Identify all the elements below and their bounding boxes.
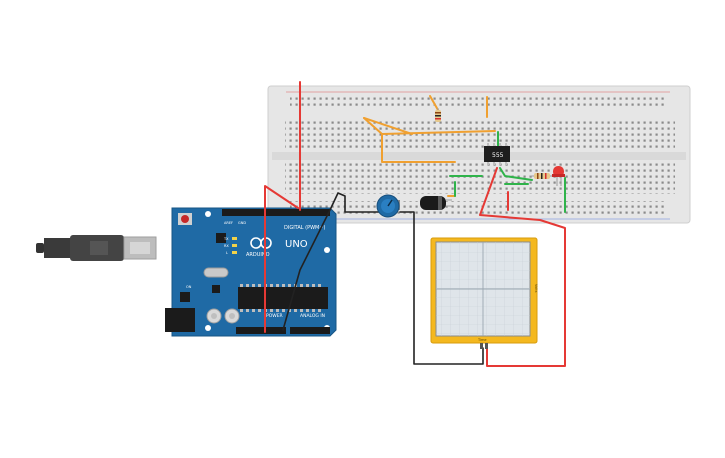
wire-orange-4[interactable]: [363, 117, 413, 135]
red-led[interactable]: [552, 166, 565, 186]
atmega-chip: [238, 287, 328, 309]
crystal-oscillator: [203, 267, 229, 278]
arduino-uno-board[interactable]: UNO ARDUINO DIGITAL (PWM~) POWER ANALOG …: [36, 207, 337, 337]
wire-black-gnd[interactable]: [282, 192, 388, 331]
aref-label: AREF: [224, 221, 233, 225]
wire-orange-5[interactable]: [381, 133, 456, 163]
ic-555[interactable]: 555: [484, 143, 510, 165]
reset-button[interactable]: [181, 215, 189, 223]
wire-red-vin[interactable]: [264, 185, 299, 333]
resistor-led[interactable]: [530, 173, 555, 179]
digital-label: DIGITAL (PWM~): [284, 225, 326, 231]
power-label: POWER: [266, 313, 283, 319]
wire-red-scope[interactable]: [479, 167, 566, 367]
top-terminal-strip: [285, 118, 675, 150]
electrolytic-capacitor[interactable]: [420, 196, 452, 210]
top-power-rail-2: [290, 101, 665, 108]
arduino-model-text: UNO: [285, 239, 308, 250]
wire-black-scope[interactable]: [399, 211, 484, 365]
analog-header[interactable]: [290, 327, 330, 334]
arduino-logo-text: ARDUINO: [246, 252, 270, 258]
bottom-power-rail-2: [290, 208, 665, 216]
bottom-power-rail-1: [290, 201, 665, 208]
potentiometer[interactable]: [376, 194, 400, 218]
analog-label: ANALOG IN: [300, 313, 325, 319]
on-label: ON: [186, 285, 192, 289]
resistor-top[interactable]: [435, 108, 441, 122]
oscilloscope[interactable]: Time Volts: [430, 237, 538, 349]
oscilloscope-volts-label: Volts: [534, 284, 538, 293]
usb-cable: [36, 235, 157, 261]
center-channel: [272, 152, 686, 160]
breadboard[interactable]: [267, 85, 691, 224]
top-power-rail-1: [290, 94, 665, 102]
l-label: L: [226, 251, 228, 255]
gnd-label: GND: [238, 221, 246, 225]
potentiometer-knob[interactable]: [387, 199, 393, 207]
rx-label: RX: [224, 244, 229, 248]
bottom-terminal-strip: [285, 162, 675, 194]
power-header[interactable]: [236, 327, 286, 334]
digital-header[interactable]: [222, 209, 330, 216]
ic-555-label: 555: [492, 152, 504, 159]
tx-label: TX: [223, 237, 229, 241]
power-jack[interactable]: [165, 308, 195, 332]
wire-green-4[interactable]: [499, 167, 533, 181]
oscilloscope-time-label: Time: [477, 338, 487, 342]
